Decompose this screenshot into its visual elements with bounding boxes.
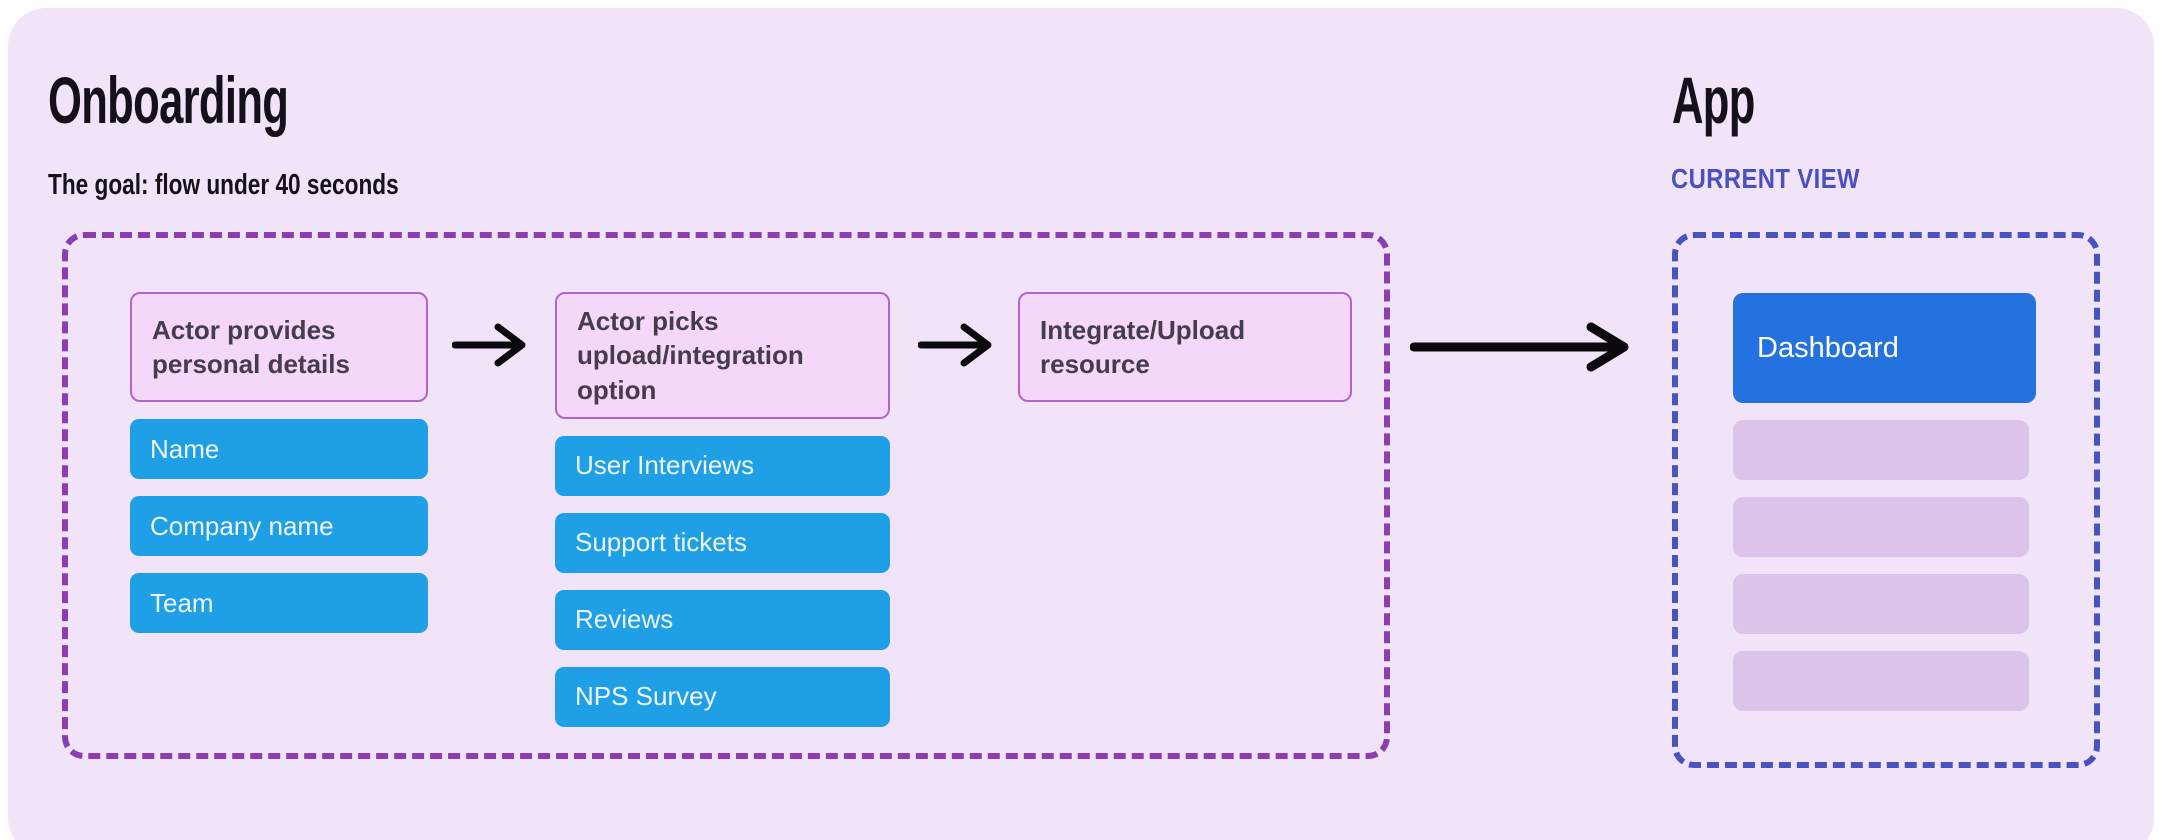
placeholder-bar bbox=[1733, 651, 2029, 711]
flow-to-app-arrow-icon bbox=[1410, 321, 1648, 373]
onboarding-title: Onboarding bbox=[48, 63, 289, 137]
app-screen-column: Dashboard bbox=[1733, 293, 2036, 711]
flow-item-node[interactable]: Name bbox=[130, 419, 428, 479]
flow-item-node[interactable]: Reviews bbox=[555, 589, 890, 650]
flow-item-node[interactable]: Support tickets bbox=[555, 512, 890, 573]
stage-column-integrate: Integrate/Upload resource bbox=[1018, 292, 1352, 402]
stage-header-node[interactable]: Actor picks upload/integration option bbox=[555, 292, 890, 419]
placeholder-bar bbox=[1733, 420, 2029, 480]
flow-item-node[interactable]: Team bbox=[130, 573, 428, 633]
app-title: App bbox=[1672, 63, 1755, 137]
flow-item-node[interactable]: User Interviews bbox=[555, 435, 890, 496]
stage-column-upload-options: Actor picks upload/integration option Us… bbox=[555, 292, 890, 727]
right-arrow-icon bbox=[918, 322, 998, 368]
placeholder-bar bbox=[1733, 497, 2029, 557]
flow-item-node[interactable]: Company name bbox=[130, 496, 428, 556]
dashboard-active-item[interactable]: Dashboard bbox=[1733, 293, 2036, 403]
flow-item-node[interactable]: NPS Survey bbox=[555, 666, 890, 727]
stage-header-node[interactable]: Actor provides personal details bbox=[130, 292, 428, 402]
right-arrow-icon bbox=[452, 322, 532, 368]
onboarding-goal-subtitle: The goal: flow under 40 seconds bbox=[48, 169, 399, 201]
placeholder-list bbox=[1733, 420, 2036, 711]
onboarding-flow-frame bbox=[62, 232, 1390, 759]
stage-header-node[interactable]: Integrate/Upload resource bbox=[1018, 292, 1352, 402]
placeholder-bar bbox=[1733, 574, 2029, 634]
app-current-view-frame bbox=[1672, 232, 2100, 768]
current-view-label: CURRENT VIEW bbox=[1671, 163, 1860, 194]
